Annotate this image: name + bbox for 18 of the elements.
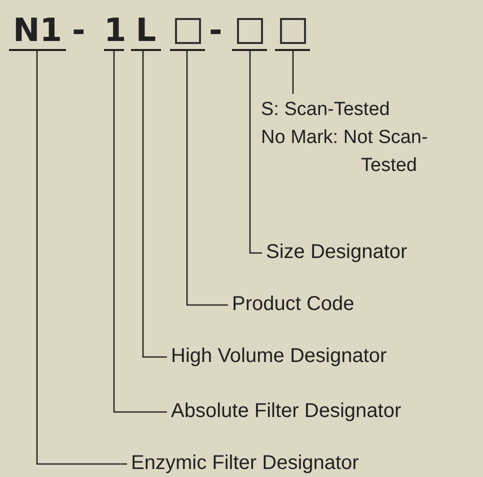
option-text: S: Scan-Tested	[261, 98, 391, 122]
code-segment: L	[131, 12, 161, 51]
code-segment: N1	[9, 12, 66, 51]
leader-line	[292, 51, 294, 94]
code-segment: 1	[104, 12, 124, 51]
leader-line	[249, 51, 262, 254]
leader-line	[142, 51, 167, 358]
designator-label: Product Code	[232, 292, 354, 316]
designator-label: Absolute Filter Designator	[171, 399, 402, 423]
separator-dash: -	[209, 12, 222, 49]
designator-label: High Volume Designator	[171, 344, 387, 368]
designator-label: Enzymic Filter Designator	[131, 451, 359, 475]
option-text: No Mark: Not Scan-Tested	[261, 126, 429, 178]
leader-line	[186, 51, 228, 306]
designator-label: Size Designator	[266, 240, 408, 264]
leader-line	[36, 51, 127, 465]
separator-dash: -	[72, 12, 86, 49]
leader-line	[113, 51, 167, 413]
